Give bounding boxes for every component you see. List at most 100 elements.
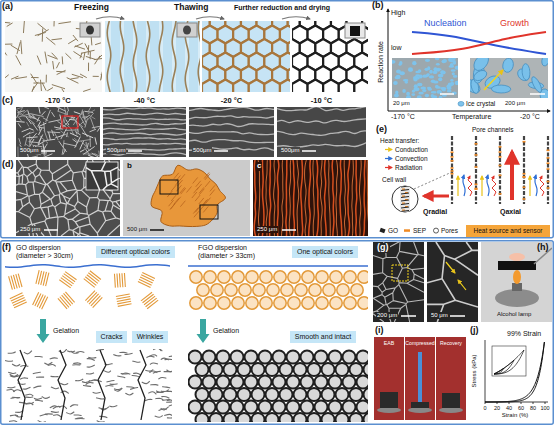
platelet [5,44,12,45]
wrinkled-sheet [126,387,134,388]
sheet [74,138,79,142]
sheet [25,138,27,146]
wrinkled-sheet [164,414,172,415]
platelet [7,23,13,27]
sep-rod [523,198,526,200]
sheet [19,138,21,144]
gel-cell [245,376,258,389]
scale-bar [282,229,296,231]
tick [545,402,546,404]
gel-cell [196,363,209,376]
heat-flux-label: Qaxial [500,208,521,216]
fgo-droplet [302,271,314,283]
fgo-droplet [358,297,368,309]
burning-photo [481,242,552,322]
ice-crystal [433,70,437,74]
gel-cell [315,401,328,414]
panel-letter: (e) [376,125,387,135]
wrinkled-sheet [74,414,82,416]
wrinkled-sheet [70,405,78,407]
wrinkled-sheet [53,415,61,417]
label-box: Smooth and intact [290,331,356,343]
wrinkled-sheet [87,359,95,361]
platelet [81,50,95,53]
gel-cell [308,413,321,422]
gelation-arrow-shape [37,319,50,343]
ice-crystal [433,80,439,83]
gel-cell [217,376,230,389]
scale-bar [302,150,316,152]
lamella [352,160,354,236]
flame [513,270,521,284]
lamella [180,201,185,207]
gel-cell [252,388,265,401]
lamella [170,203,175,209]
conduction-arrow [529,176,530,196]
lamella [193,208,198,214]
wrinkled-sheet [25,396,33,398]
axial-heat-arrow [510,152,514,200]
go-sheet [138,281,151,287]
stress-strain-curve [485,342,544,402]
fgo-droplet [316,297,328,309]
sheet [28,110,30,116]
platelet [67,78,79,84]
lamella [277,107,366,111]
sheet [46,110,51,122]
go-sheet [37,294,43,307]
gel-cell [231,376,244,389]
gel-cell [189,401,202,414]
wrinkled-sheet [42,396,50,398]
platelet [62,56,64,64]
fgo-droplet [274,271,286,283]
crack [18,350,26,420]
go-dispersion [5,263,170,315]
wrinkled-sheet [161,407,169,410]
cell-walls [427,242,478,322]
wrinkled-sheet [20,365,28,367]
lamella [270,160,271,236]
sheet [63,149,65,154]
go-sheet [139,279,152,285]
sep-rod [475,188,478,190]
lamella [103,123,186,125]
gel-cell [322,363,335,376]
ice-crystal [417,83,423,87]
sep-rod [547,187,550,189]
inset-curve [494,350,524,374]
wrinkled-sheet [22,387,30,389]
sheet [26,122,28,127]
pore-icon [434,228,439,233]
gel-cell [364,388,369,401]
part-label: Pore channels [472,126,514,133]
ice-crystal [429,70,433,74]
wrinkled-sheet [166,391,172,392]
sep-rod [499,156,502,158]
scale-bar [150,229,164,231]
wrinkled-sheet [156,391,164,392]
wrinkled-sheet [24,351,32,354]
gel-cell [259,351,272,364]
callout-line [414,172,452,189]
wrinkled-sheet [75,379,83,381]
gel-cell [329,351,342,364]
lamella [203,206,208,212]
ice-crystal [447,90,452,93]
photo-label: Recovery [440,341,462,347]
wall-band [400,184,410,214]
wrinkled-sheet [35,400,43,401]
ice-crystal [412,90,415,93]
sheet [64,143,77,146]
sem-image [277,107,366,157]
process-arrow [282,17,310,19]
go-flake [401,211,409,212]
sep-icon [404,229,410,232]
lamella [174,198,179,204]
hex-cell [264,80,280,93]
ice-micrograph [392,58,458,98]
ice-crystal [450,60,456,63]
legend-text: Ice crystal [466,100,495,107]
platelet [73,51,82,57]
wrinkled-sheet [146,356,154,357]
temperature-label: -40 °C [134,97,155,105]
